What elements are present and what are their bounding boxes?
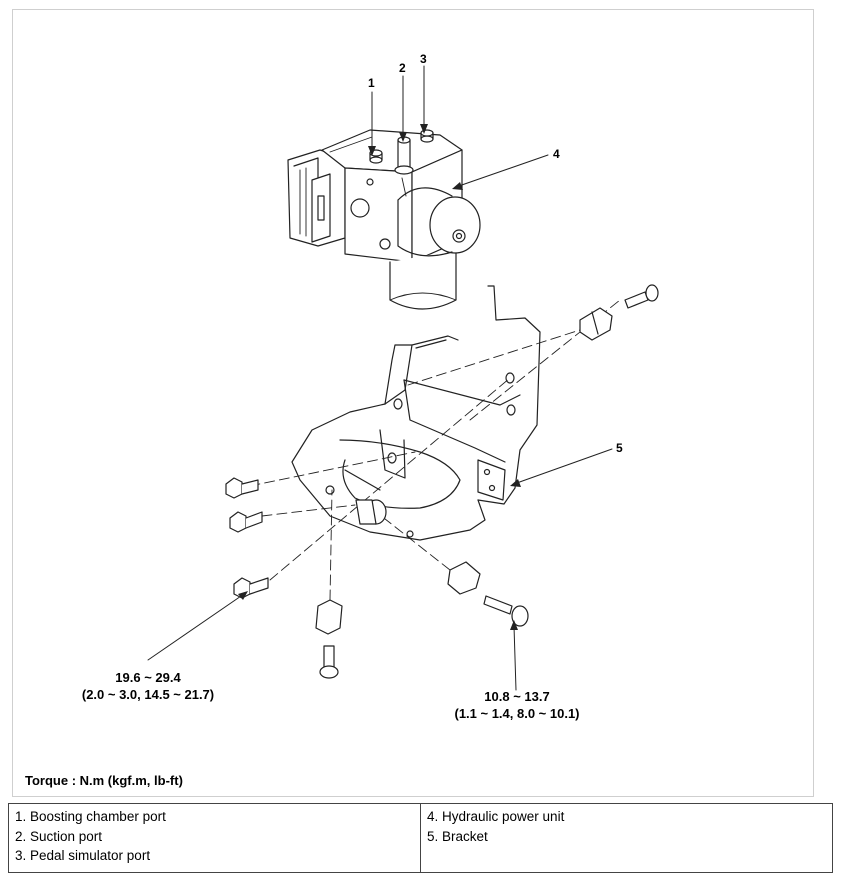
legend-item: 5. Bracket — [427, 828, 488, 844]
hydraulic-power-unit — [287, 129, 481, 310]
callout-4: 4 — [553, 147, 560, 161]
torque-spec-left-alt: (2.0 ~ 3.0, 14.5 ~ 21.7) — [81, 687, 215, 702]
bolt-left-middle — [229, 511, 263, 533]
torque-spec-right-nm: 10.8 ~ 13.7 — [484, 689, 550, 704]
bolt-bottom-center — [319, 645, 339, 679]
nut-top-right — [579, 307, 613, 341]
parts-legend-table: 1. Boosting chamber port 2. Suction port… — [8, 803, 833, 873]
torque-spec-right: 10.8 ~ 13.7 (1.1 ~ 1.4, 8.0 ~ 10.1) — [430, 688, 604, 722]
nut-bottom-center — [315, 599, 343, 635]
torque-spec-left: 19.6 ~ 29.4 (2.0 ~ 3.0, 14.5 ~ 21.7) — [56, 669, 240, 703]
legend-item: 4. Hydraulic power unit — [427, 809, 565, 824]
assembly-illustration — [147, 65, 659, 691]
torque-units-note: Torque : N.m (kgf.m, lb-ft) — [25, 773, 183, 788]
bolt-left-upper — [225, 477, 259, 499]
torque-spec-left-nm: 19.6 ~ 29.4 — [115, 670, 181, 685]
fasteners — [225, 284, 659, 679]
legend-item: 1. Boosting chamber port — [15, 809, 166, 824]
torque-spec-right-alt: (1.1 ~ 1.4, 8.0 ~ 10.1) — [454, 706, 580, 721]
arrowheads — [238, 124, 521, 630]
callout-1: 1 — [368, 76, 375, 90]
nut-bottom-right — [447, 561, 481, 595]
diagram-frame — [12, 9, 814, 797]
alignment-lines — [249, 299, 621, 601]
callout-3: 3 — [420, 52, 427, 66]
bolt-top-right — [624, 284, 659, 309]
legend-item: 2. Suction port — [15, 828, 103, 844]
leader-lines — [147, 65, 613, 691]
callout-2: 2 — [399, 61, 406, 75]
bushing — [355, 499, 387, 525]
bolt-bottom-right — [483, 595, 529, 627]
legend-row: 1. Boosting chamber port 2. Suction port… — [8, 803, 833, 873]
bracket — [291, 285, 541, 541]
callout-5: 5 — [616, 441, 623, 455]
legend-cell-left: 1. Boosting chamber port 2. Suction port… — [8, 803, 421, 873]
legend-cell-right: 4. Hydraulic power unit 5. Bracket — [420, 803, 833, 873]
legend-item: 3. Pedal simulator port — [15, 848, 151, 863]
